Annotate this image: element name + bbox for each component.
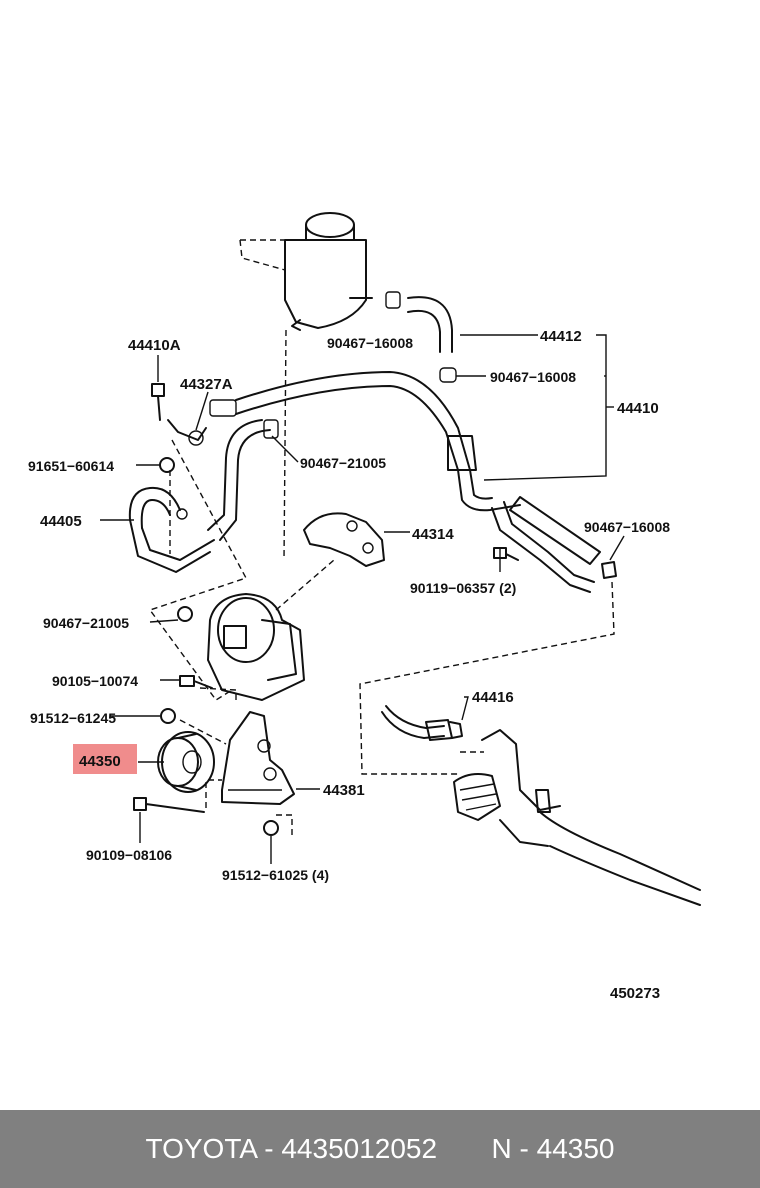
footer-part-info: TOYOTA - 4435012052 N - 44350 (145, 1133, 615, 1164)
power-steering-pump (207, 593, 305, 701)
label-90467-16008-mid[interactable]: 90467−16008 (490, 369, 576, 385)
label-44412[interactable]: 44412 (540, 328, 582, 345)
label-90467-21005-left[interactable]: 90467−21005 (43, 615, 129, 631)
label-90109-08106[interactable]: 90109−08106 (86, 847, 172, 863)
label-90467-21005-top[interactable]: 90467−21005 (300, 455, 386, 471)
label-90119-06357[interactable]: 90119−06357 (2) (410, 580, 516, 596)
label-44416[interactable]: 44416 (472, 689, 514, 706)
label-44381[interactable]: 44381 (323, 782, 365, 799)
label-91512-61245[interactable]: 91512−61245 (30, 710, 116, 726)
reservoir-tank (239, 212, 373, 331)
label-91651-60614[interactable]: 91651−60614 (28, 458, 114, 474)
label-44405[interactable]: 44405 (40, 513, 82, 530)
return-hose-44412 (385, 291, 457, 383)
label-44410A[interactable]: 44410A (128, 337, 181, 354)
label-44410[interactable]: 44410 (617, 400, 659, 417)
steering-gear (453, 729, 701, 906)
label-90467-16008-top[interactable]: 90467−16008 (327, 335, 413, 351)
bracket-44314 (303, 512, 385, 567)
suction-hose (128, 419, 279, 573)
hose-44416 (381, 705, 463, 741)
dashed-guides (148, 329, 615, 836)
selected-part-highlight (73, 744, 137, 774)
leader-lines (100, 334, 625, 864)
bracket-44381 (221, 711, 295, 805)
parts-diagram: 44412 90467−16008 90467−16008 44410 4441… (28, 212, 701, 1002)
fasteners (133, 383, 617, 836)
label-90467-16008-right[interactable]: 90467−16008 (584, 519, 670, 535)
label-91512-61025[interactable]: 91512−61025 (4) (222, 867, 329, 883)
pressure-tube (209, 371, 601, 593)
label-44314[interactable]: 44314 (412, 526, 454, 543)
label-44350[interactable]: 44350 (79, 753, 121, 770)
diagram-code: 450273 (610, 985, 660, 1002)
label-44327A[interactable]: 44327A (180, 376, 233, 393)
part-labels: 44412 90467−16008 90467−16008 44410 4441… (28, 328, 670, 1002)
footer-bar: TOYOTA - 4435012052 N - 44350 (0, 1110, 760, 1188)
label-90105-10074[interactable]: 90105−10074 (52, 673, 138, 689)
